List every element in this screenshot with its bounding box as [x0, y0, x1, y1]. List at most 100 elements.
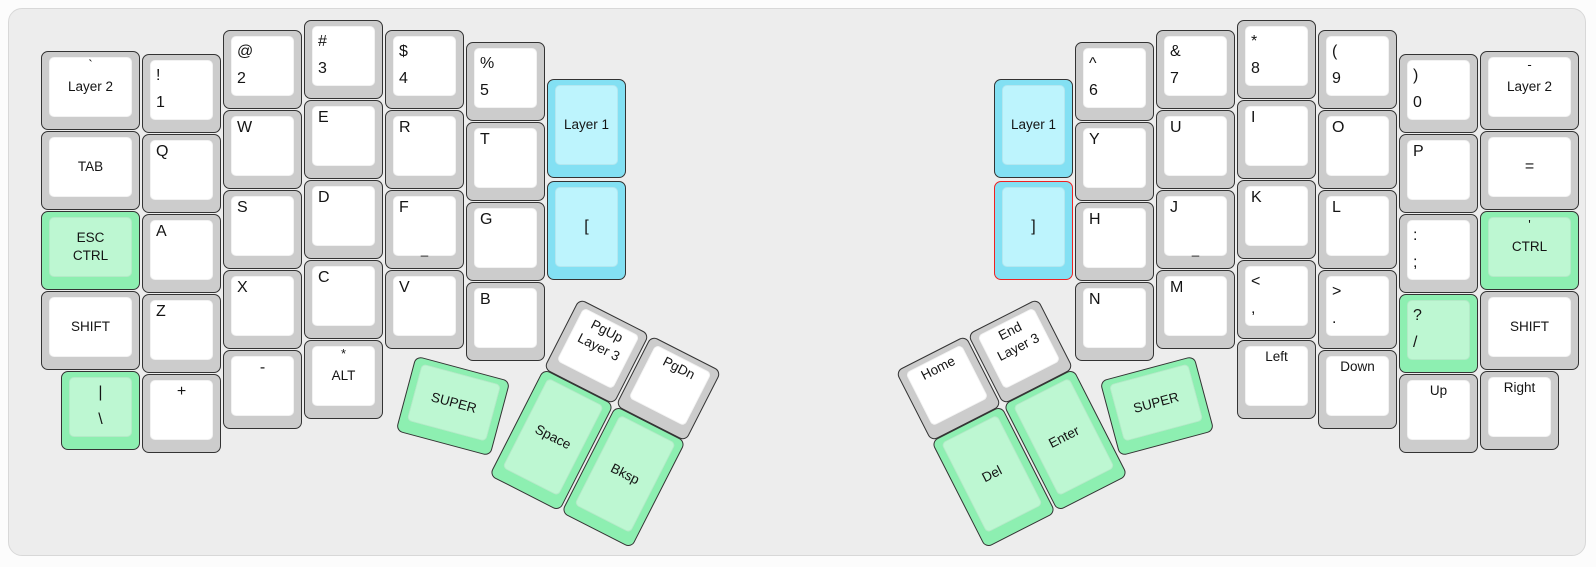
key-r[interactable]: R — [385, 110, 464, 189]
key-legend-group: SHIFT — [49, 297, 132, 357]
key-alt[interactable]: *ALT — [304, 340, 383, 419]
key-legend-group: :; — [1407, 220, 1470, 280]
key-arrow-up[interactable]: Up — [1399, 374, 1478, 453]
key-shift-legend: ` — [88, 57, 93, 72]
key-legend-group: SHIFT — [1488, 297, 1571, 357]
key-legend-group: Layer 1 — [1002, 85, 1065, 165]
key-label: TAB — [77, 159, 104, 174]
keycap-surface — [49, 57, 132, 117]
key-layer1-left[interactable]: Layer 1 — [547, 79, 626, 178]
key-layer2-right[interactable]: -Layer 2 — [1480, 51, 1579, 130]
key-label: SUPER — [429, 388, 479, 416]
key-o[interactable]: O — [1318, 110, 1397, 189]
key-legend-group: X — [231, 276, 294, 336]
key-label: 6 — [1089, 82, 1098, 99]
key-b[interactable]: B — [466, 282, 545, 361]
key-arrow-right[interactable]: Right — [1480, 371, 1559, 450]
key-minus-left[interactable]: - — [223, 350, 302, 429]
key-c[interactable]: C — [304, 260, 383, 339]
key-w[interactable]: W — [223, 110, 302, 189]
key-6[interactable]: ^6 — [1075, 42, 1154, 121]
key-t[interactable]: T — [466, 122, 545, 201]
key-u[interactable]: U — [1156, 110, 1235, 189]
key-g[interactable]: G — [466, 202, 545, 281]
key-legend-group: %5 — [474, 48, 537, 108]
keycap-surface — [1488, 377, 1551, 437]
key-legend-group: H — [1083, 208, 1146, 268]
key-label: . — [1332, 310, 1337, 327]
key-shift-left[interactable]: SHIFT — [41, 291, 140, 370]
key-tab[interactable]: TAB — [41, 131, 140, 210]
key-shift-right[interactable]: SHIFT — [1480, 291, 1579, 370]
keycap-surface — [231, 356, 294, 416]
key-n[interactable]: N — [1075, 282, 1154, 361]
key-l[interactable]: L — [1318, 190, 1397, 269]
key-label: Right — [1503, 380, 1536, 395]
key-super-right[interactable]: SUPER — [1099, 355, 1215, 457]
key-7[interactable]: &7 — [1156, 30, 1235, 109]
keycap-surface — [474, 48, 537, 108]
key-h[interactable]: H — [1075, 202, 1154, 281]
key-2[interactable]: @2 — [223, 30, 302, 109]
key-label: 8 — [1251, 60, 1260, 77]
key-y[interactable]: Y — [1075, 122, 1154, 201]
key-a[interactable]: A — [142, 214, 221, 293]
key-legend-group: )0 — [1407, 60, 1470, 120]
key-3[interactable]: #3 — [304, 20, 383, 99]
keycap-surface — [150, 300, 213, 360]
key-legend-group: - — [231, 356, 294, 416]
key-layer2-left[interactable]: ` Layer 2 — [41, 51, 140, 130]
keycap-surface — [49, 137, 132, 197]
keycap-surface — [555, 187, 618, 267]
key-4[interactable]: $4 — [385, 30, 464, 109]
key-5[interactable]: %5 — [466, 42, 545, 121]
key-ctrl-right[interactable]: 'CTRL — [1480, 211, 1579, 290]
key-legend-group: $4 — [393, 36, 456, 96]
key-super-left[interactable]: SUPER — [395, 355, 511, 457]
key-pipe-backslash[interactable]: |\ — [61, 371, 140, 450]
keycap-surface — [1326, 196, 1389, 256]
key-legend-group: ` Layer 2 — [49, 57, 132, 117]
key-slash[interactable]: ?/ — [1399, 294, 1478, 373]
key-shift-legend: ' — [1528, 217, 1531, 232]
key-arrow-down[interactable]: Down — [1318, 350, 1397, 429]
key-label: T — [480, 131, 490, 148]
key-arrow-left[interactable]: Left — [1237, 340, 1316, 419]
key-layer1-right[interactable]: Layer 1 — [994, 79, 1073, 178]
key-x[interactable]: X — [223, 270, 302, 349]
key-j[interactable]: J_ — [1156, 190, 1235, 269]
key-plus[interactable]: + — [142, 374, 221, 453]
key-label: 7 — [1170, 70, 1179, 87]
key-label: Layer 2 — [67, 79, 114, 94]
key-rbracket[interactable]: ] — [994, 181, 1073, 280]
key-9[interactable]: (9 — [1318, 30, 1397, 109]
key-1[interactable]: !1 — [142, 54, 221, 133]
key-d[interactable]: D — [304, 180, 383, 259]
key-p[interactable]: P — [1399, 134, 1478, 213]
key-q[interactable]: Q — [142, 134, 221, 213]
key-equals[interactable]: = — [1480, 131, 1579, 210]
key-s[interactable]: S — [223, 190, 302, 269]
key-e[interactable]: E — [304, 100, 383, 179]
key-legend-group: PgDn — [628, 344, 711, 426]
key-period[interactable]: >. — [1318, 270, 1397, 349]
key-z[interactable]: Z — [142, 294, 221, 373]
key-semicolon[interactable]: :; — [1399, 214, 1478, 293]
key-f[interactable]: F_ — [385, 190, 464, 269]
keycap-surface — [1245, 26, 1308, 86]
key-legend-group: V — [393, 276, 456, 336]
key-v[interactable]: V — [385, 270, 464, 349]
key-i[interactable]: I — [1237, 100, 1316, 179]
key-0[interactable]: )0 — [1399, 54, 1478, 133]
key-label: 0 — [1413, 94, 1422, 111]
key-8[interactable]: *8 — [1237, 20, 1316, 99]
key-lbracket[interactable]: [ — [547, 181, 626, 280]
key-label: ( — [1332, 43, 1338, 60]
key-m[interactable]: M — [1156, 270, 1235, 349]
key-label: Y — [1089, 131, 1100, 148]
key-legend-group: Down — [1326, 356, 1389, 416]
key-k[interactable]: K — [1237, 180, 1316, 259]
key-comma[interactable]: <, — [1237, 260, 1316, 339]
